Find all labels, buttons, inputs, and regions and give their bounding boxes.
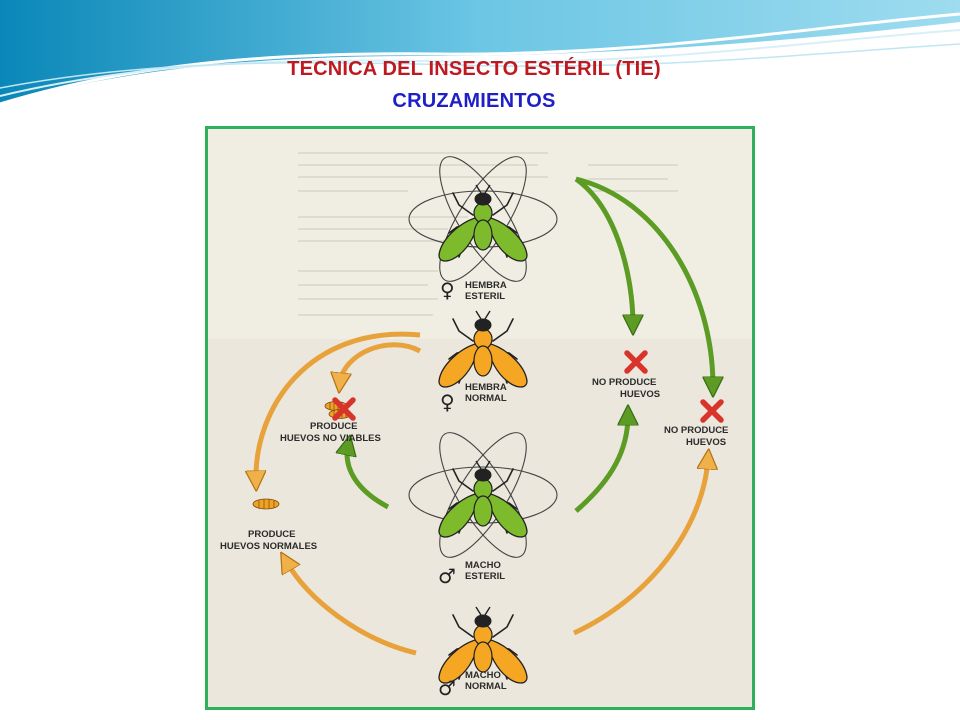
female-symbol-icon: ♀ — [440, 390, 455, 414]
diagram-frame: ♀ HEMBRA ESTERIL ♀ HEMBRA NORMAL ♂ MACHO… — [205, 126, 755, 710]
label-huevos: HUEVOS — [686, 437, 726, 448]
label-hembra: HEMBRA — [465, 280, 507, 291]
slide-title: TECNICA DEL INSECTO ESTÉRIL (TIE) — [287, 58, 661, 80]
label-normal: NORMAL — [465, 681, 507, 692]
label-produce: PRODUCE — [310, 421, 358, 432]
label-no-produce: NO PRODUCE — [664, 425, 728, 436]
male-symbol-icon: ♂ — [438, 676, 456, 700]
label-huevos: HUEVOS — [620, 389, 660, 400]
arrow-macho-normal-to-normales — [286, 561, 417, 656]
arrow-hembra-normal-to-normales — [256, 331, 421, 481]
fly-hembra-esteril-icon — [438, 184, 528, 262]
label-macho: MACHO — [465, 670, 501, 681]
label-macho: MACHO — [465, 560, 501, 571]
label-hembra: HEMBRA — [465, 382, 507, 393]
background-print-texture — [298, 152, 678, 316]
label-normal: NORMAL — [465, 393, 507, 404]
female-symbol-icon: ♀ — [440, 278, 455, 302]
arrow-hembra-esteril-to-no-produce — [574, 176, 633, 325]
larvae-normales-icon — [252, 498, 280, 510]
arrow-macho-esteril-to-no-viables — [347, 445, 390, 510]
arrow-hembra-normal-to-no-viables — [340, 342, 422, 383]
arrow-macho-esteril-to-no-produce — [574, 415, 628, 513]
male-symbol-icon: ♂ — [438, 564, 456, 588]
arrow-hembra-esteril-to-no-produce-2 — [575, 176, 713, 387]
label-huevos-no-viables: HUEVOS NO VIABLES — [280, 433, 381, 444]
crossing-diagram: ♀ HEMBRA ESTERIL ♀ HEMBRA NORMAL ♂ MACHO… — [208, 152, 752, 707]
header-wave-decoration — [0, 0, 960, 106]
label-produce: PRODUCE — [248, 529, 296, 540]
label-huevos-normales: HUEVOS NORMALES — [220, 541, 317, 552]
label-esteril: ESTERIL — [465, 571, 505, 582]
arrow-macho-normal-to-no-produce-2 — [572, 459, 708, 636]
slide-subtitle: CRUZAMIENTOS — [392, 90, 556, 112]
label-no-produce: NO PRODUCE — [592, 377, 656, 388]
label-esteril: ESTERIL — [465, 291, 505, 302]
